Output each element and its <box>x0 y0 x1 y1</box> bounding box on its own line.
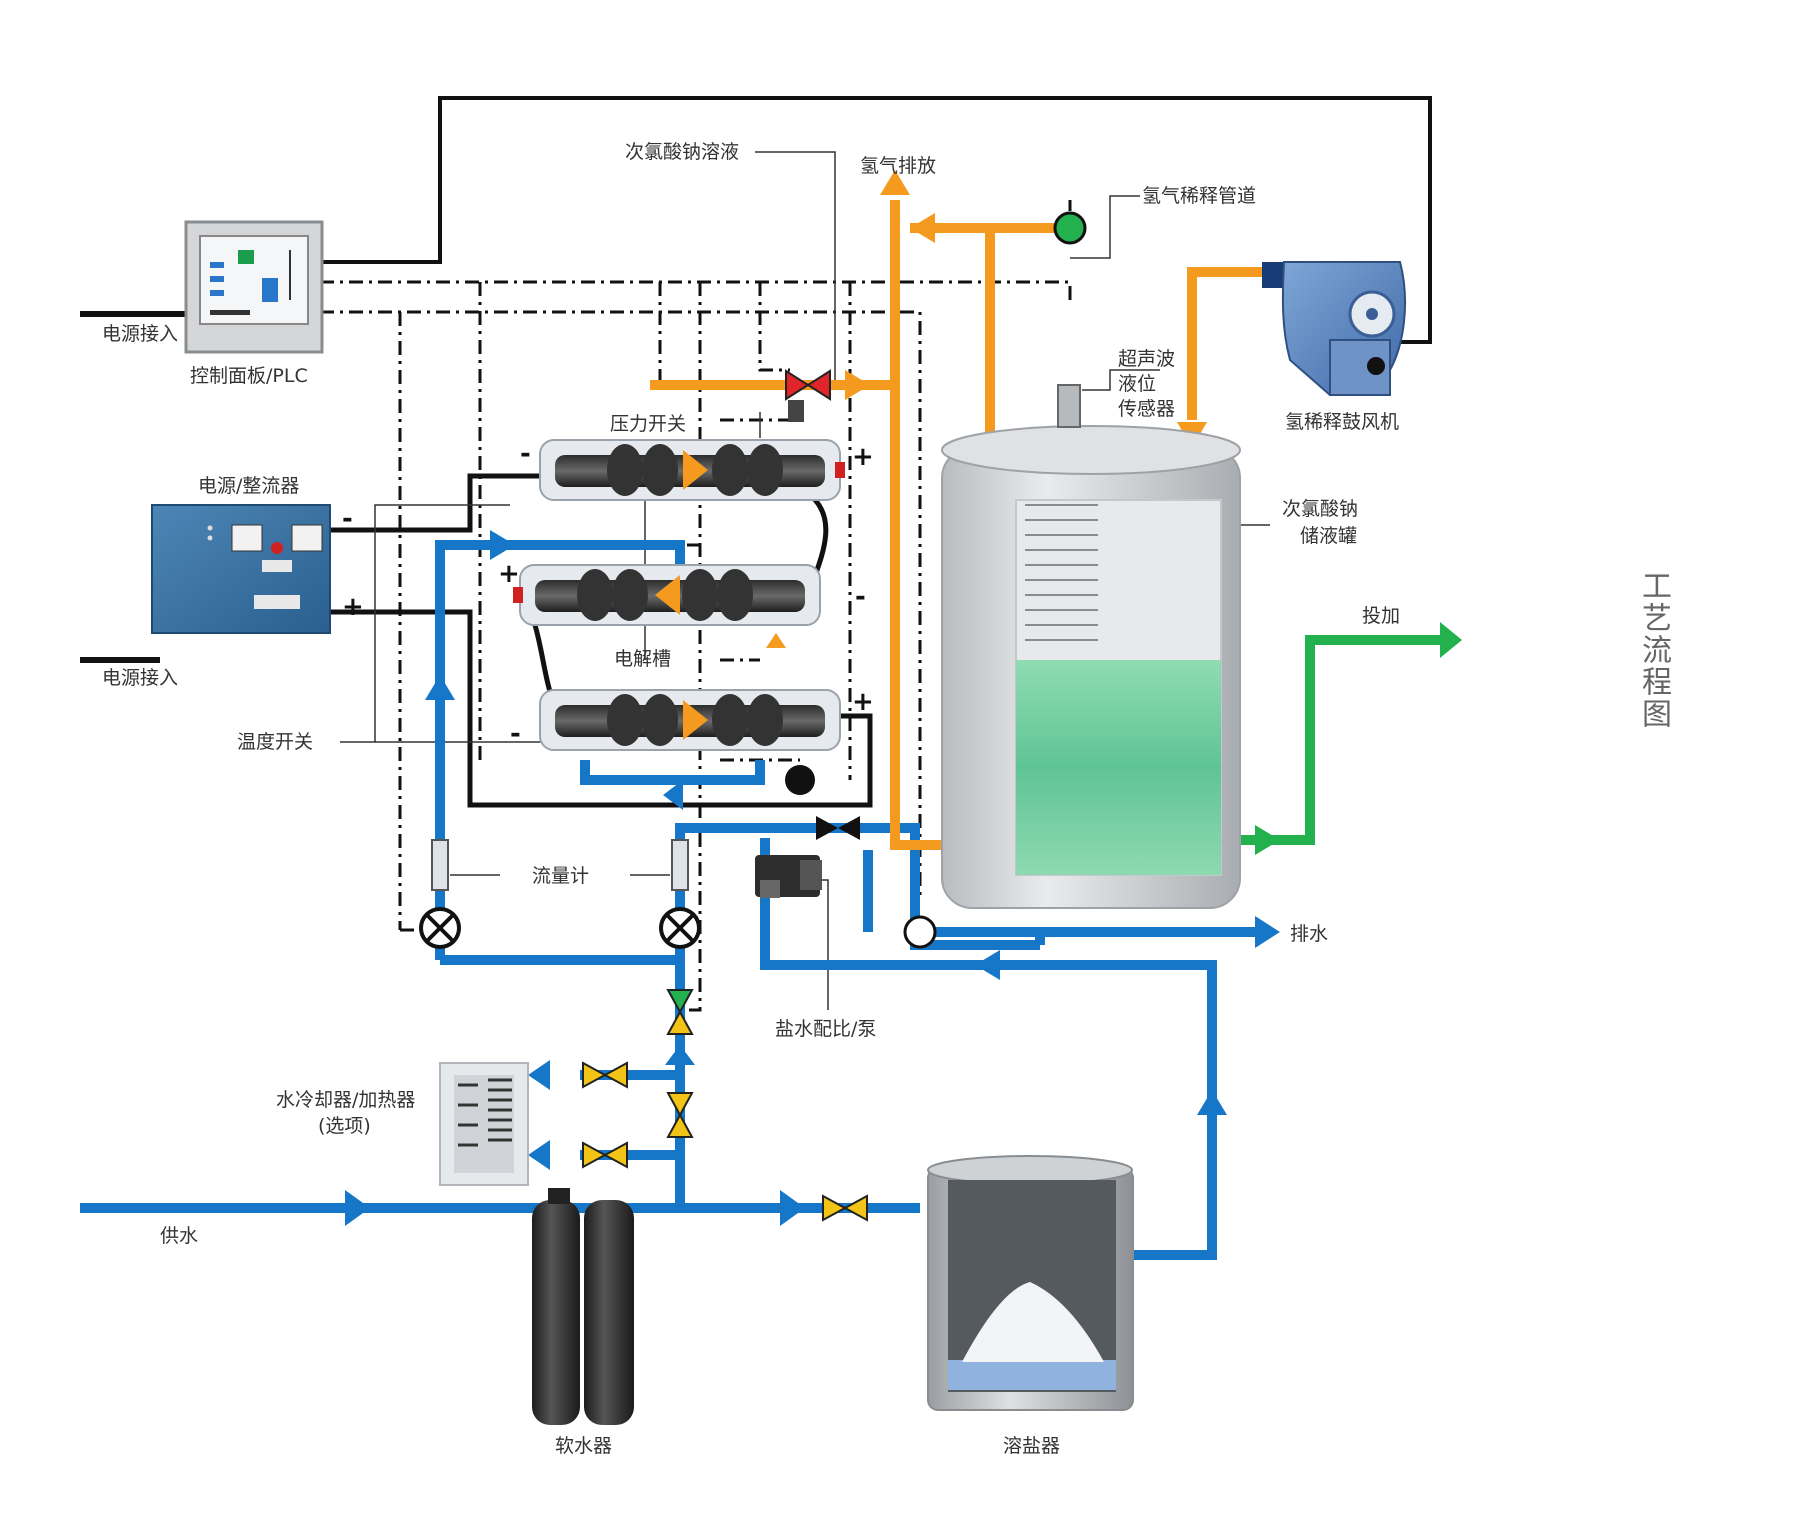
label-electrolytic-cell: 电解槽 <box>614 648 671 670</box>
drain-valve-icon <box>903 915 937 949</box>
flow-arrow-icon <box>663 780 683 810</box>
label-temperature-switch: 温度开关 <box>237 731 313 753</box>
electrolytic-cells <box>513 400 845 751</box>
valve-icon <box>822 1194 868 1222</box>
flow-arrow-icon <box>528 1140 550 1170</box>
sign-minus: - <box>342 504 353 534</box>
flow-arrow-icon <box>766 633 786 648</box>
sign-minus: - <box>520 439 531 469</box>
temperature-sensor-icon <box>785 765 815 795</box>
label-brine-pump: 盐水配比/泵 <box>775 1018 876 1040</box>
electrolytic-cell-icon <box>539 439 845 501</box>
label-dosing: 投加 <box>1362 605 1400 627</box>
flow-arrow-icon <box>490 530 515 560</box>
flow-arrow-icon <box>665 1045 695 1065</box>
valve-icon <box>666 1092 694 1138</box>
label-hydrogen-fan: 氢稀释鼓风机 <box>1285 411 1399 433</box>
valve-icon <box>666 989 694 1035</box>
sensor-icon <box>1053 211 1087 245</box>
label-control-panel: 控制面板/PLC <box>190 365 308 387</box>
flow-arrow-icon <box>975 950 1000 980</box>
rectifier-icon <box>151 504 331 634</box>
label-pressure-switch: 压力开关 <box>610 413 686 435</box>
flow-arrow-icon <box>528 1060 550 1090</box>
label-power-rectifier: 电源/整流器 <box>198 475 299 497</box>
page-title: 工艺流程图 <box>1636 570 1671 730</box>
label-power-input-top: 电源接入 <box>102 323 178 345</box>
label-ultrasonic-line3: 传感器 <box>1118 398 1175 420</box>
salt-dissolver-icon <box>927 1155 1134 1411</box>
blower-fan-icon <box>1262 261 1406 397</box>
flow-arrow-icon <box>845 370 870 400</box>
flow-arrow-icon <box>1197 1090 1227 1115</box>
cooler-icon <box>439 1062 529 1186</box>
valve-icon <box>582 1061 628 1089</box>
flow-arrow-icon <box>1255 916 1280 948</box>
label-flowmeter: 流量计 <box>532 865 589 887</box>
electrolytic-cell-icon <box>539 689 841 751</box>
label-drain: 排水 <box>1290 923 1328 945</box>
labels: 次氯酸钠溶液 氢气排放 氢气稀释管道 电源接入 控制面板/PLC 超声波 液位 … <box>102 141 1400 1457</box>
electrolytic-cell-icon <box>513 564 821 626</box>
label-salt-dissolver: 溶盐器 <box>1003 1435 1060 1457</box>
sign-minus: - <box>855 582 866 612</box>
sign-plus: + <box>852 687 874 717</box>
label-ultrasonic-line1: 超声波 <box>1118 348 1175 370</box>
flow-arrow-icon <box>910 213 935 243</box>
pressure-switch-icon <box>788 400 804 422</box>
flowmeter-icon <box>671 839 689 891</box>
flow-arrow-icon <box>1440 622 1462 658</box>
sign-plus: + <box>852 442 874 472</box>
softener-icon <box>532 1188 634 1425</box>
tank-icon <box>941 384 1241 909</box>
signal-lines <box>80 96 1432 1012</box>
valve-icon <box>582 1141 628 1169</box>
flow-control-valve-icon <box>659 907 701 949</box>
control-panel-icon <box>184 220 324 354</box>
label-cooler-heater-line2: (选项) <box>318 1115 371 1137</box>
label-hydrogen-vent: 氢气排放 <box>860 155 936 177</box>
flow-arrow-icon <box>425 675 455 700</box>
valve-icon <box>816 816 860 840</box>
label-hydrogen-dilution-pipe: 氢气稀释管道 <box>1142 185 1256 207</box>
flow-control-valve-icon <box>419 907 461 949</box>
flow-arrow-icon <box>345 1190 370 1226</box>
label-softener: 软水器 <box>555 1435 612 1457</box>
flow-arrow-icon <box>1255 825 1280 855</box>
label-water-supply: 供水 <box>160 1225 198 1247</box>
flow-arrow-icon <box>880 170 910 195</box>
label-power-input-bottom: 电源接入 <box>102 667 178 689</box>
label-cooler-heater-line1: 水冷却器/加热器 <box>276 1089 415 1111</box>
label-sodium-hypochlorite-solution: 次氯酸钠溶液 <box>625 141 739 163</box>
flow-arrow-icon <box>780 1190 805 1226</box>
label-ultrasonic-line2: 液位 <box>1118 373 1156 395</box>
sign-plus: + <box>342 592 364 622</box>
label-storage-tank-line1: 次氯酸钠 <box>1282 498 1358 520</box>
sign-minus: - <box>510 719 521 749</box>
pump-icon <box>755 855 822 898</box>
valve-icon <box>785 369 831 401</box>
valves <box>419 211 1087 1222</box>
flow-arrows <box>345 170 1462 1226</box>
sign-plus: + <box>498 559 520 589</box>
flowmeter-icon <box>431 839 449 891</box>
label-storage-tank-line2: 储液罐 <box>1300 525 1357 547</box>
